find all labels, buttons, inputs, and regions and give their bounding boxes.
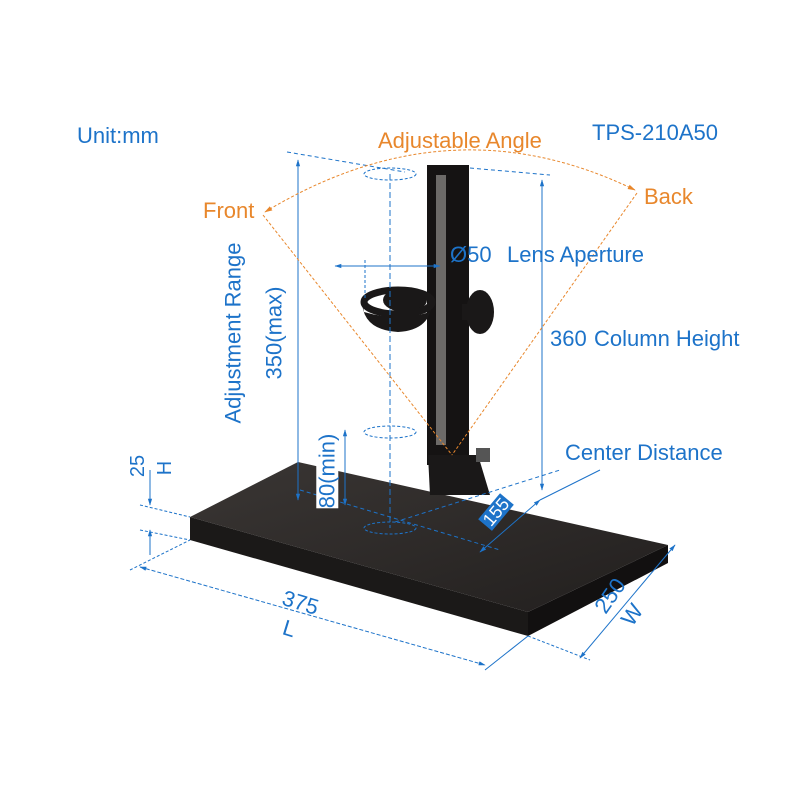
back-label: Back — [644, 184, 693, 209]
model-label: TPS-210A50 — [592, 120, 718, 145]
lens-aperture-value: Ø50 — [450, 242, 492, 267]
max-range-value: 350(max) — [261, 286, 287, 380]
adjustable-angle-label: Adjustable Angle — [378, 128, 542, 153]
base-height-label: H — [154, 460, 177, 476]
center-distance-label: Center Distance — [565, 440, 723, 465]
column-height-value: 360 — [550, 326, 587, 351]
lens-holder — [360, 286, 494, 334]
unit-label: Unit:mm — [77, 123, 159, 148]
base-plate — [190, 462, 668, 636]
front-label: Front — [203, 198, 255, 223]
angle-lines — [262, 149, 638, 456]
dimension-lines — [129, 151, 676, 671]
min-range-value: 80(min) — [314, 433, 340, 509]
column-height-label: Column Height — [594, 326, 740, 351]
base-height-value: 25 — [127, 454, 150, 478]
lens-aperture-label: Lens Aperture — [507, 242, 644, 267]
adjustment-range-label: Adjustment Range — [220, 242, 246, 424]
